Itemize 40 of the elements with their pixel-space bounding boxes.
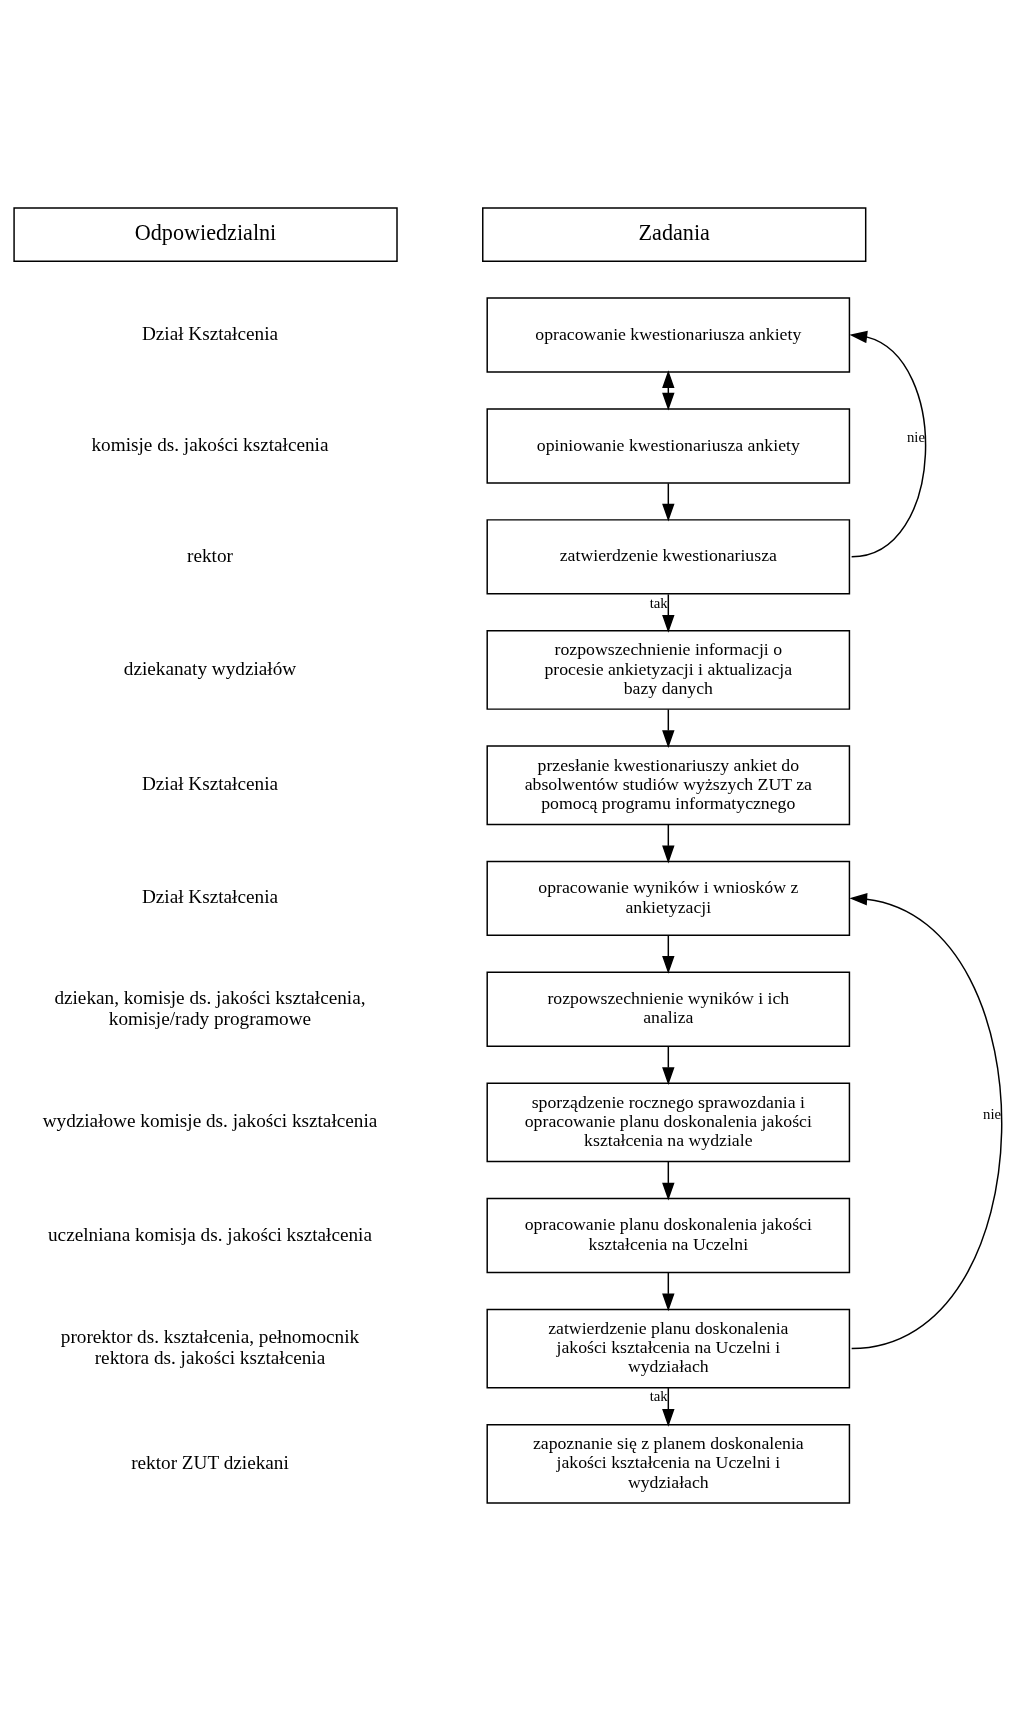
label: rektor ZUT dziekani [131, 1451, 289, 1473]
arrow [662, 370, 675, 411]
edge-label: nie [906, 428, 925, 445]
arrow [662, 593, 675, 633]
label: Dział Kształcenia [141, 886, 279, 908]
label: Dział Kształcenia [141, 323, 279, 345]
node-box: opracowanie planu doskonalenia jakości kształcenia na Uczelni [486, 1197, 851, 1274]
arrow [662, 1272, 675, 1312]
label: Dział Kształcenia [141, 773, 279, 795]
edge-label: tak [649, 1388, 668, 1405]
arrow [849, 893, 1003, 1350]
node-box: przesłanie kwestionariuszy ankiet do absolwentów studiów wyższych ZUT za pomocą programu informatycznego [486, 745, 851, 826]
arrow [662, 1046, 675, 1086]
arrow [662, 708, 675, 749]
node-box: opracowanie wyników i wniosków z ankietyzacji [486, 860, 851, 937]
arrow [662, 1387, 675, 1427]
arrow [662, 823, 675, 864]
node-box: zatwierdzenie planu doskonalenia jakości kształcenia na Uczelni i wydziałach [486, 1308, 851, 1389]
label: Odpowiedzialni [134, 219, 277, 245]
arrow [662, 935, 675, 974]
arrow [849, 330, 927, 558]
label: Zadania [638, 219, 710, 245]
arrow [662, 482, 675, 522]
label: uczelniana komisja ds. jakości kształcenia [48, 1223, 372, 1245]
label: prorektor ds. kształcenia, pełnomocnik rektora ds. jakości kształcenia [60, 1326, 360, 1368]
node-box: zatwierdzenie kwestionariusza [486, 519, 851, 595]
node-box: opiniowanie kwestionariusza ankiety [486, 408, 851, 484]
node-box: rozpowszechnienie informacji o procesie ankietyzacji i aktualizacja bazy danych [486, 630, 851, 710]
arrow [662, 1161, 675, 1201]
label: rektor [187, 544, 233, 566]
node-box: sporządzenie rocznego sprawozdania i opracowanie planu doskonalenia jakości kształcenia na wydziale [486, 1082, 851, 1163]
node-box: opracowanie kwestionariusza ankiety [486, 297, 851, 373]
node-box: rozpowszechnienie wyników i ich analiza [486, 971, 851, 1047]
node-box: zapoznanie się z planem doskonalenia jakości kształcenia na Uczelni i wydziałach [486, 1424, 851, 1504]
label: dziekan, komisje ds. jakości kształcenia, komisje/rady programowe [54, 986, 366, 1029]
label: dziekanaty wydziałów [123, 657, 297, 679]
edge-label: tak [649, 595, 668, 612]
label: komisje ds. jakości kształcenia [91, 433, 329, 455]
label: wydziałowe komisje ds. jakości kształcenia [42, 1110, 378, 1132]
edge-label: nie [983, 1105, 1002, 1122]
